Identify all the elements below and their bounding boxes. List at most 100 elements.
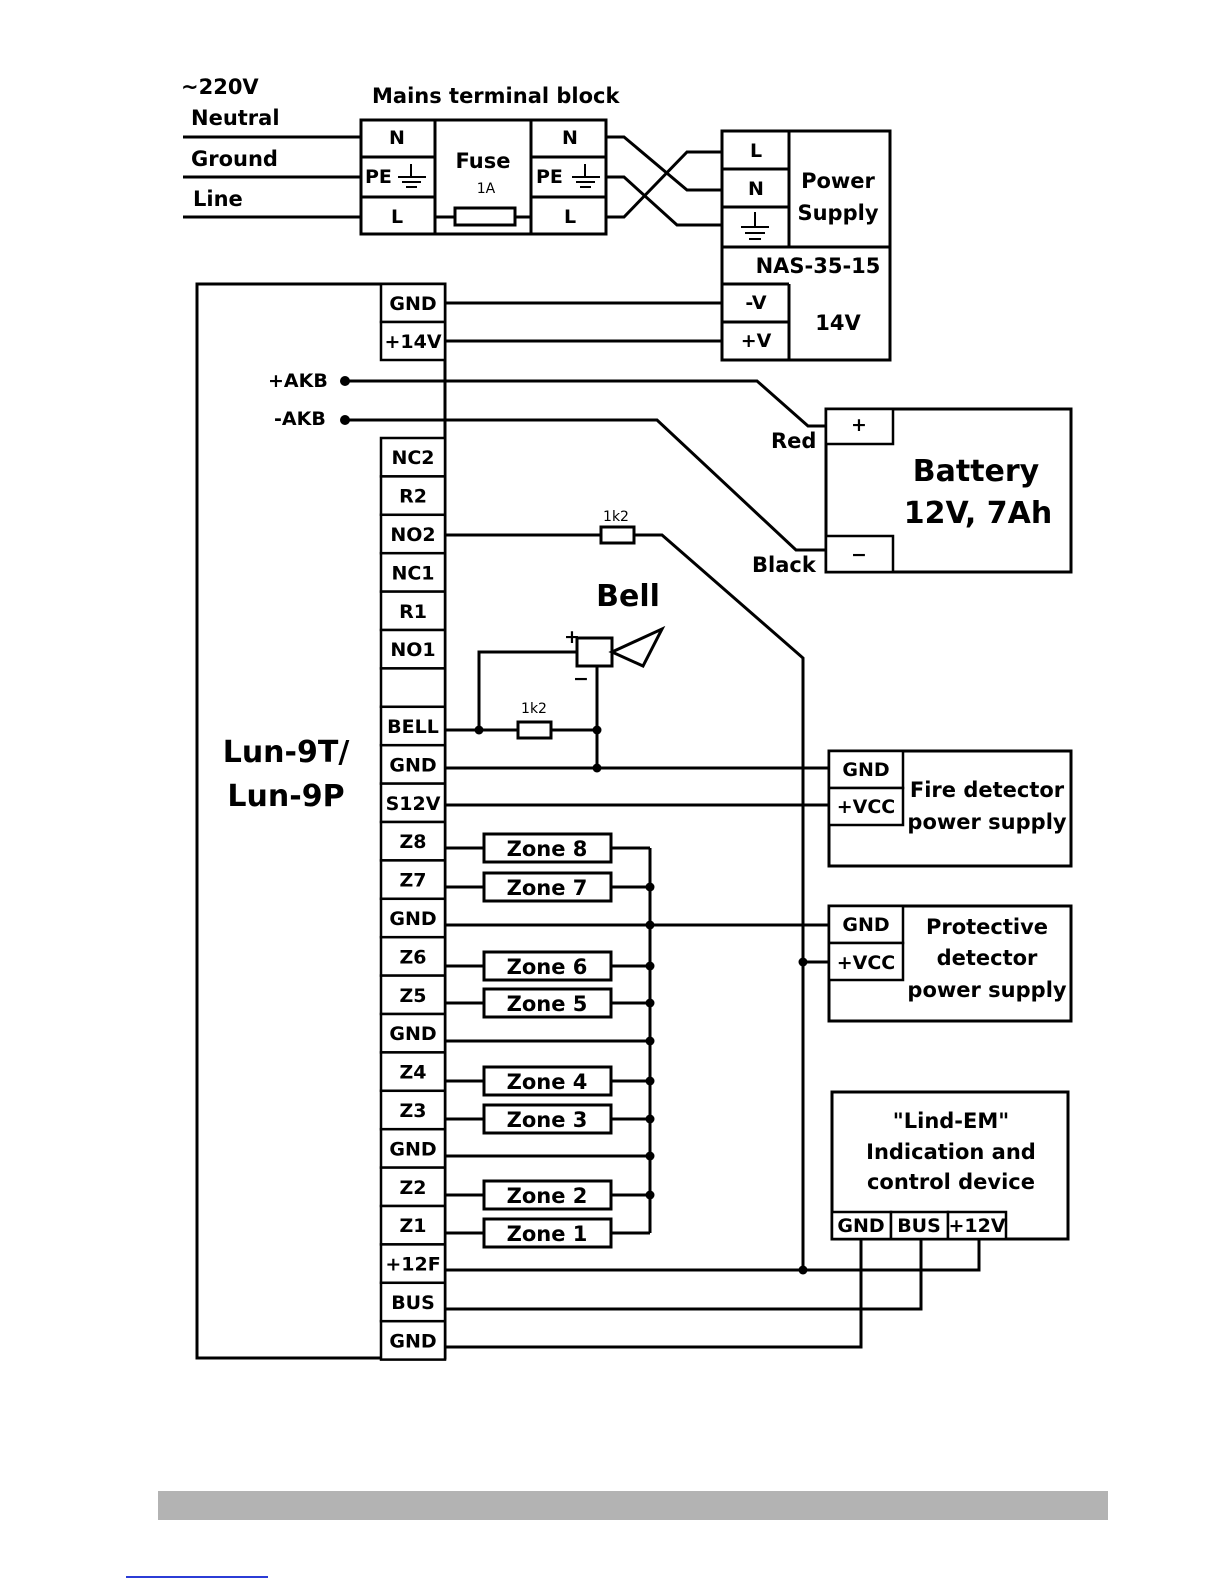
controller-terminal-label: Z5 — [400, 985, 427, 1007]
controller-terminal-label: BELL — [387, 716, 439, 738]
terminal-n-out: N — [562, 127, 578, 149]
psu-input-n: N — [748, 178, 764, 200]
controller-terminal-label: GND — [389, 1138, 436, 1160]
controller-terminal-cell — [379, 667, 447, 709]
power-supply: L N Power Supply NAS-35-15 -V +V 14V — [720, 129, 892, 362]
terminal-n-in: N — [389, 127, 405, 149]
zone-label: Zone 2 — [507, 1184, 588, 1208]
controller-terminal-cell — [379, 1204, 447, 1246]
terminal-block-title: Mains terminal block — [372, 84, 620, 108]
controller-terminal-label: NC2 — [391, 447, 434, 469]
psu-title-line1: Power — [801, 169, 875, 193]
battery-spec: 12V, 7Ah — [904, 496, 1052, 531]
battery-minus-terminal: − — [851, 544, 867, 566]
battery-title: Battery — [913, 454, 1040, 489]
protective-detector-line2: detector — [937, 946, 1038, 970]
controller-terminal-label: GND — [389, 908, 436, 930]
footer-link-underline — [126, 1576, 268, 1578]
protective-detector-line3: power supply — [907, 978, 1066, 1002]
controller: Lun-9T/ Lun-9P GND+14VNC2R2NO2NC1R1NO1BE… — [195, 282, 447, 1361]
12f-to-lind-wire — [445, 1239, 981, 1272]
zone-loops: Zone 8 Zone 7 Zone 6 Zone 5 Zone 4 Zone 3 Zone… — [445, 832, 655, 1249]
terminal-l-out: L — [564, 206, 576, 228]
psu-input-l: L — [750, 140, 762, 162]
resistor-icon — [516, 720, 553, 740]
controller-terminal-label: S12V — [386, 793, 441, 815]
bus-to-lind-wire — [445, 1239, 923, 1311]
lind-bus-terminal: BUS — [897, 1215, 941, 1237]
ground-symbol-icon — [741, 212, 769, 240]
gnd-to-lind-wire — [445, 1239, 863, 1349]
battery-plus-terminal: + — [851, 414, 867, 436]
controller-terminal-label: Z3 — [400, 1100, 427, 1122]
controller-terminal-cell — [379, 1319, 447, 1361]
lind-em-line3: control device — [867, 1170, 1035, 1194]
zone-label: Zone 6 — [507, 955, 588, 979]
zone-label: Zone 5 — [507, 992, 588, 1016]
zone-label: Zone 1 — [507, 1222, 588, 1246]
controller-terminal-strip: GND+14VNC2R2NO2NC1R1NO1BELLGNDS12VZ8Z7GN… — [379, 282, 447, 1361]
controller-terminal-label: GND — [389, 1023, 436, 1045]
controller-terminal-label: NO1 — [390, 639, 435, 661]
bell: Bell + − 1k2 — [445, 579, 666, 773]
fuse-rating: 1A — [477, 181, 496, 197]
terminal-pe-out: PE — [536, 166, 563, 188]
fire-gnd-terminal: GND — [842, 759, 889, 781]
neutral-label: Neutral — [191, 106, 280, 130]
controller-terminal-cell — [379, 282, 447, 324]
bell-resistor-label: 1k2 — [521, 701, 547, 717]
akb-minus-label: -AKB — [274, 408, 326, 430]
controller-terminal-label: Z4 — [400, 1062, 427, 1084]
controller-terminal-cell — [379, 590, 447, 632]
psu-output-minus: -V — [745, 292, 767, 314]
terminal-pe-in: PE — [365, 166, 392, 188]
zone-label: Zone 4 — [507, 1070, 588, 1094]
controller-terminal-label: GND — [389, 1330, 436, 1352]
controller-terminal-cell — [379, 1051, 447, 1093]
controller-terminal-cell — [379, 859, 447, 901]
protective-detector-line1: Protective — [926, 915, 1048, 939]
bell-minus-label: − — [573, 668, 589, 690]
controller-terminal-cell — [379, 1281, 447, 1323]
psu-title-line2: Supply — [797, 201, 878, 225]
lind-em-device: "Lind-EM" Indication and control device … — [830, 1090, 1070, 1241]
controller-terminal-cell — [379, 1012, 447, 1054]
controller-terminal-label: NC1 — [391, 562, 434, 584]
psu-voltage: 14V — [815, 311, 861, 335]
fire-detector-line1: Fire detector — [910, 778, 1065, 802]
controller-name-line1: Lun-9T/ — [223, 735, 350, 770]
ground-symbol-icon — [398, 164, 426, 188]
controller-terminal-label: +12F — [385, 1254, 440, 1276]
zone-label: Zone 8 — [507, 837, 588, 861]
mains-to-psu-wires — [606, 135, 722, 227]
controller-name-line2: Lun-9P — [227, 779, 344, 814]
controller-terminal-label: Z7 — [400, 870, 427, 892]
zone-label: Zone 7 — [507, 876, 588, 900]
terminal-l-in: L — [391, 206, 403, 228]
zone-loop-box — [482, 1179, 613, 1211]
ground-label: Ground — [191, 147, 278, 171]
zone-loop-box — [482, 832, 613, 864]
controller-terminal-cell — [379, 743, 447, 785]
controller-terminal-label: NO2 — [390, 524, 435, 546]
lind-12v-terminal: +12V — [948, 1215, 1005, 1237]
mains-input: ~220V Neutral Ground Line — [181, 75, 361, 219]
line-label: Line — [193, 187, 243, 211]
protective-detector-power-supply: GND +VCC Protective detector power suppl… — [827, 904, 1073, 1023]
junction-dot — [645, 1151, 655, 1161]
zone-label: Zone 3 — [507, 1108, 588, 1132]
controller-terminal-label: Z8 — [400, 831, 427, 853]
controller-terminal-cell — [379, 897, 447, 939]
fuse-label: Fuse — [456, 149, 511, 173]
battery: + − Battery 12V, 7Ah — [824, 407, 1073, 574]
controller-terminal-label: BUS — [391, 1292, 435, 1314]
psu-output-plus: +V — [741, 330, 772, 352]
protective-gnd-terminal: GND — [842, 914, 889, 936]
ground-symbol-icon — [572, 164, 600, 188]
protective-vcc-terminal: +VCC — [837, 952, 896, 974]
bell-plus-label: + — [564, 626, 580, 648]
lind-em-line2: Indication and — [866, 1140, 1036, 1164]
fire-vcc-terminal: +VCC — [837, 796, 896, 818]
relay-resistor-label: 1k2 — [603, 509, 629, 525]
